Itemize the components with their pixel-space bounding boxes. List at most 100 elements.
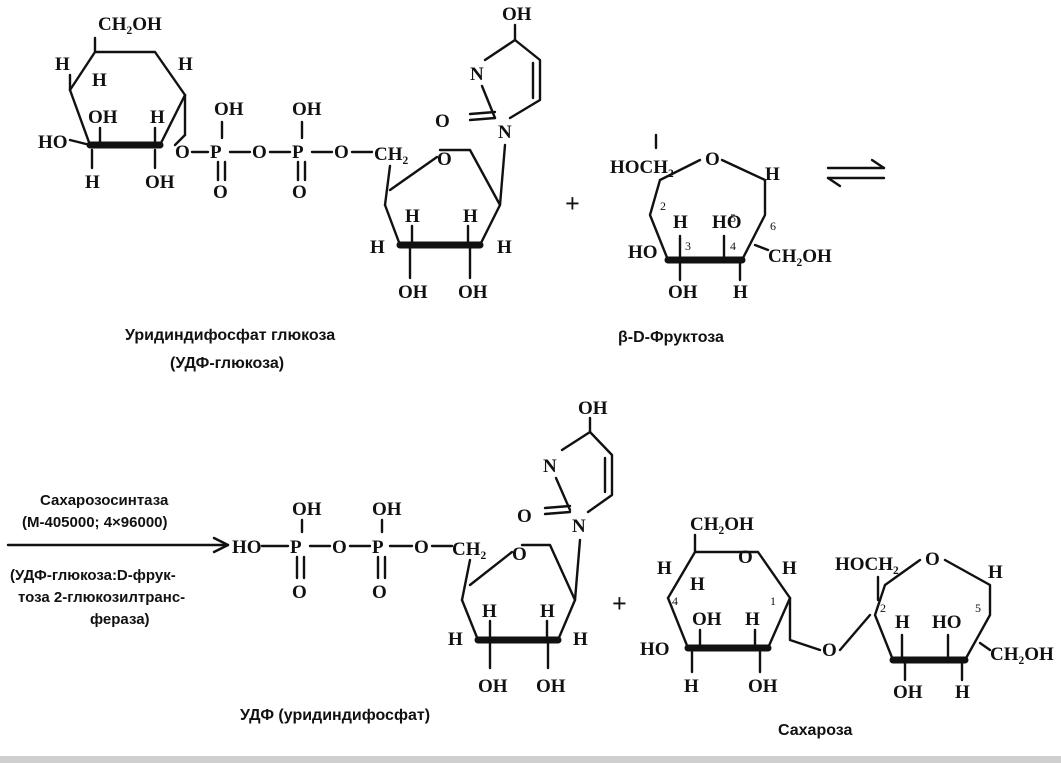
glucose-h1: H bbox=[55, 54, 70, 75]
glucose-h5: H bbox=[85, 172, 100, 193]
enzyme-systematic-3: фераза) bbox=[90, 611, 150, 628]
fructose-c2: 2 bbox=[660, 199, 666, 213]
ribose-h4: H bbox=[497, 237, 512, 258]
caption-udp-glucose-abbr: (УДФ-глюкоза) bbox=[170, 355, 284, 372]
enzyme-name: Сахарозосинтаза bbox=[40, 492, 169, 509]
enzyme-annotation: Сахарозосинтаза (М-405000; 4×96000) (УДФ… bbox=[6, 492, 230, 628]
sucrose-c1: 1 bbox=[770, 594, 776, 608]
glucose-oh1: OH bbox=[88, 107, 118, 128]
udp-h1: H bbox=[482, 601, 497, 622]
fructose-c4: 4 bbox=[730, 239, 736, 253]
caption-fructose: β-D-Фруктоза bbox=[618, 329, 724, 346]
udp-glucose-structure: CH₂OH H H H OH H HO H OH O P OH O O P OH bbox=[38, 4, 542, 303]
udp-h4: H bbox=[573, 629, 588, 650]
fructose-h3: H bbox=[733, 282, 748, 303]
sucrose-fru-oh: OH bbox=[893, 682, 923, 703]
fructose-h2: H bbox=[765, 164, 780, 185]
sucrose-oh1: OH bbox=[692, 609, 722, 630]
sucrose-h5: H bbox=[684, 676, 699, 697]
phosphorus-2: P bbox=[292, 142, 304, 163]
ribose-oh1: OH bbox=[398, 282, 428, 303]
fructose-c6: 6 bbox=[770, 219, 776, 233]
uracil-oh: OH bbox=[502, 4, 532, 25]
udp-h2: H bbox=[540, 601, 555, 622]
plus-top: + bbox=[565, 189, 580, 218]
udp-uracil-o: O bbox=[517, 506, 532, 527]
sucrose-h3: H bbox=[782, 558, 797, 579]
glucose-h3: H bbox=[178, 54, 193, 75]
udp-p1: P bbox=[290, 537, 302, 558]
udp-ring-o: O bbox=[512, 544, 527, 565]
glucose-h2: H bbox=[92, 70, 107, 91]
fructose-c5: 5 bbox=[730, 211, 736, 225]
bottom-rule bbox=[0, 756, 1061, 763]
fructose-h1: H bbox=[673, 212, 688, 233]
ribose-h3: H bbox=[370, 237, 385, 258]
fructose-ho-2: HO bbox=[628, 242, 658, 263]
sucrose-ch2oh: CH₂OH bbox=[690, 514, 754, 535]
phosphorus-1: P bbox=[210, 142, 222, 163]
udp-uracil-n2: N bbox=[543, 456, 557, 477]
sucrose-bridge-o: O bbox=[822, 640, 837, 661]
fructose-ho: HO bbox=[712, 212, 742, 233]
sucrose-fru-h3: H bbox=[955, 682, 970, 703]
udp-h3: H bbox=[448, 629, 463, 650]
fructose-c3: 3 bbox=[685, 239, 691, 253]
sucrose-h1: H bbox=[657, 558, 672, 579]
udp-p2-oh: OH bbox=[372, 499, 402, 520]
bridge-o-1: O bbox=[252, 142, 267, 163]
sucrose-h2: H bbox=[690, 574, 705, 595]
udp-ho: HO bbox=[232, 537, 262, 558]
enzyme-mass: (М-405000; 4×96000) bbox=[22, 514, 168, 531]
sucrose-fru-ch2oh: CH₂OH bbox=[990, 644, 1054, 665]
udp-bridge-o-2: O bbox=[414, 537, 429, 558]
glucose-h4: H bbox=[150, 107, 165, 128]
sucrose-c4: 4 bbox=[672, 594, 678, 608]
fructose-ring-o: O bbox=[705, 149, 720, 170]
udp-p1-o: O bbox=[292, 582, 307, 603]
uracil-n2: N bbox=[470, 64, 484, 85]
fructose-oh: OH bbox=[668, 282, 698, 303]
ribose-ring-o: O bbox=[437, 149, 452, 170]
sucrose-glc-o: O bbox=[738, 547, 753, 568]
enzyme-systematic-2: тоза 2-глюкозилтранс- bbox=[18, 589, 185, 606]
fructose-structure: HOCH₂ O 2 H 3 HO 5 4 H 6 CH₂OH HO OH H bbox=[610, 133, 832, 303]
sucrose-ho: HO bbox=[640, 639, 670, 660]
glucose-ch2oh-label: CH₂OH bbox=[98, 14, 162, 35]
udp-oh2: OH bbox=[536, 676, 566, 697]
sucrose-fru-c5: 5 bbox=[975, 601, 981, 615]
p2-oh: OH bbox=[292, 99, 322, 120]
glycosidic-o: O bbox=[175, 142, 190, 163]
udp-uracil-oh: OH bbox=[578, 398, 608, 419]
sucrose-structure: CH₂OH O H H H 4 1 OH H HO H OH O HOCH₂ O… bbox=[640, 514, 1054, 703]
plus-bottom: + bbox=[612, 589, 627, 618]
udp-bridge-o: O bbox=[332, 537, 347, 558]
p1-oh: OH bbox=[214, 99, 244, 120]
sucrose-fru-c2: 2 bbox=[880, 601, 886, 615]
glucose-ho: HO bbox=[38, 132, 68, 153]
sucrose-fru-o: O bbox=[925, 549, 940, 570]
udp-p2: P bbox=[372, 537, 384, 558]
caption-sucrose: Сахароза bbox=[778, 722, 853, 739]
uracil-o: O bbox=[435, 111, 450, 132]
glucose-oh2: OH bbox=[145, 172, 175, 193]
p2-o: O bbox=[292, 182, 307, 203]
sucrose-fru-ho: HO bbox=[932, 612, 962, 633]
fructose-hoch2: HOCH₂ bbox=[610, 157, 674, 178]
udp-structure: HO P OH O O P OH O O CH₂ O H H H H OH bbox=[232, 398, 614, 697]
ribose-ch2: CH₂ bbox=[374, 144, 409, 165]
ribose-h2: H bbox=[463, 206, 478, 227]
udp-p2-o: O bbox=[372, 582, 387, 603]
udp-oh1: OH bbox=[478, 676, 508, 697]
bridge-o-2: O bbox=[334, 142, 349, 163]
equilibrium-arrow bbox=[826, 158, 886, 188]
udp-uracil-n1: N bbox=[572, 516, 586, 537]
sucrose-fru-h1: H bbox=[895, 612, 910, 633]
sucrose-hoch2: HOCH₂ bbox=[835, 554, 899, 575]
sucrose-oh2: OH bbox=[748, 676, 778, 697]
caption-udp-glucose: Уридиндифосфат глюкоза bbox=[125, 327, 335, 344]
fructose-ch2oh: CH₂OH bbox=[768, 246, 832, 267]
udp-ch2: CH₂ bbox=[452, 539, 487, 560]
enzyme-systematic-1: (УДФ-глюкоза:D-фрук- bbox=[10, 567, 176, 584]
